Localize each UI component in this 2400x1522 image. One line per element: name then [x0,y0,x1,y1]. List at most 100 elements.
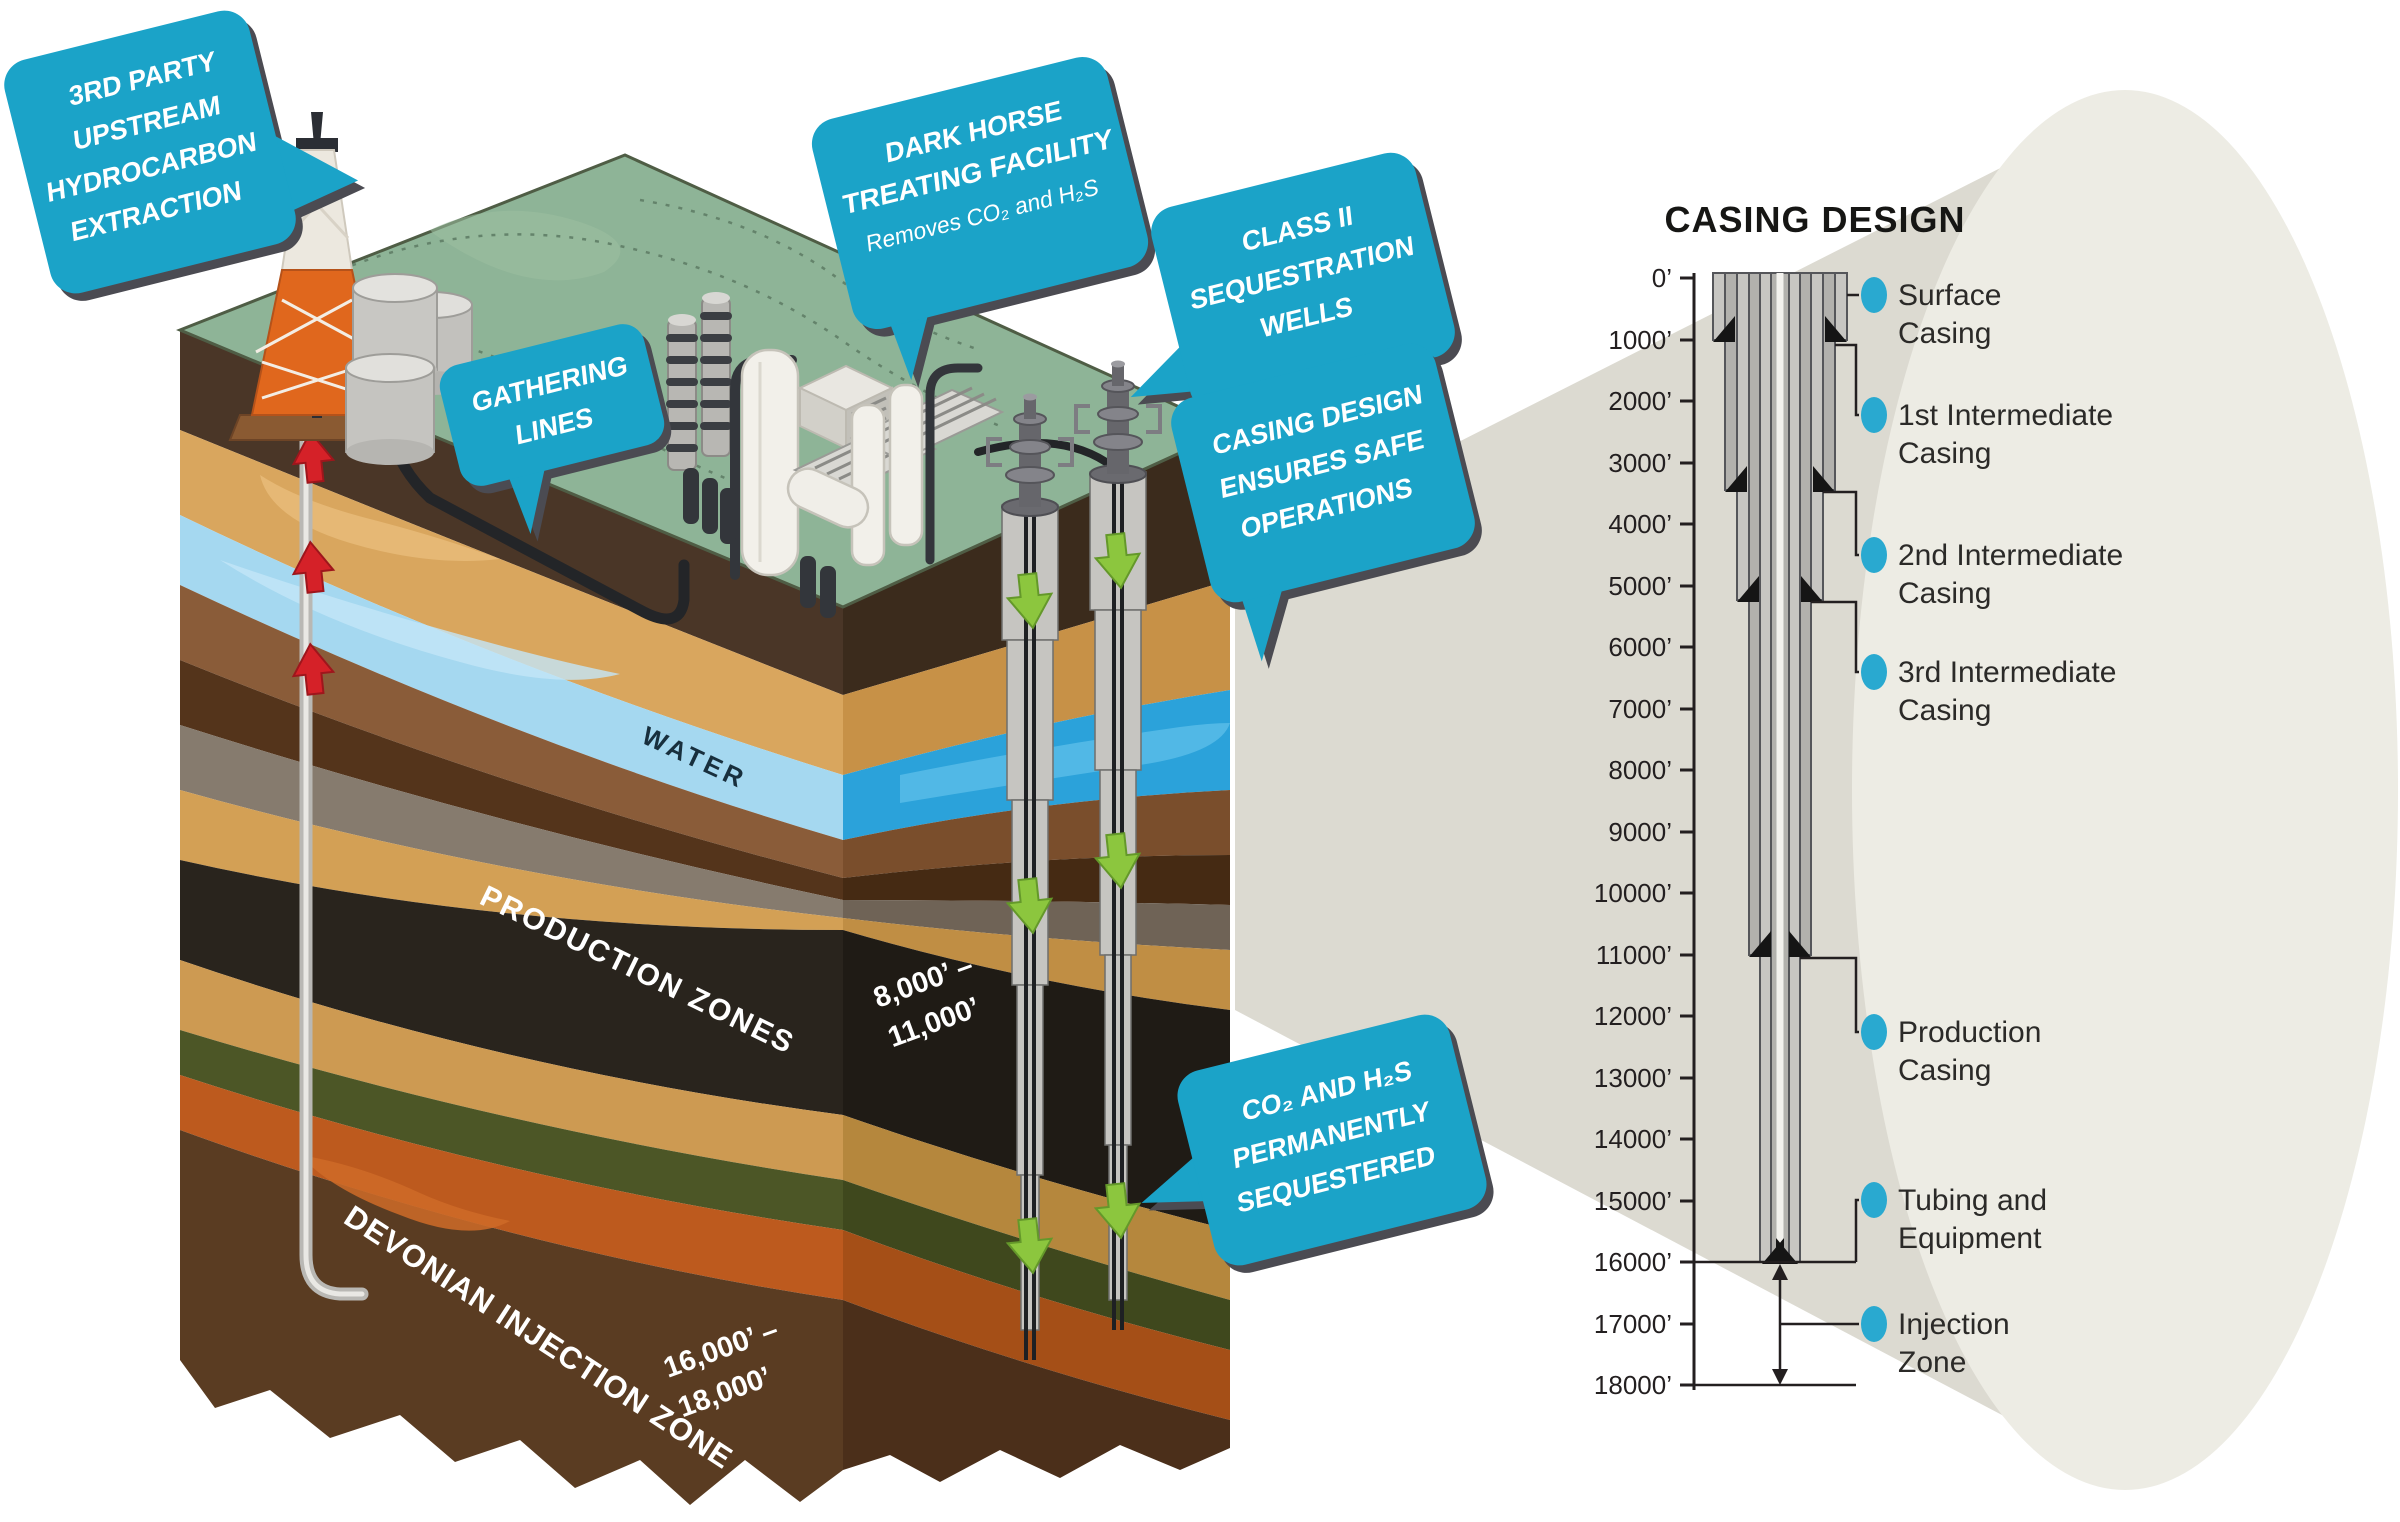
tick-17000: 17000’ [1594,1309,1672,1339]
casing-labels: Surface Casing 1st Intermediate Casing 2… [1898,279,2123,1379]
tick-3000: 3000’ [1608,448,1672,478]
wellhead-1-brackets [986,437,1074,467]
tick-9000: 9000’ [1608,817,1672,847]
callout-casing-safety: CASING DESIGN ENSURES SAFE OPERATIONS [1171,343,1482,669]
tick-4000: 4000’ [1608,509,1672,539]
tick-1000: 1000’ [1608,325,1672,355]
sand-dots-left [260,475,500,561]
label-tubing-2: Equipment [1898,1222,2042,1255]
label-injection-zone-1: Injection [1898,1308,2010,1341]
surface-trail-3 [639,198,981,352]
layer-tan2-left [180,790,843,930]
label-3rd-intermediate-2: Casing [1898,694,1991,727]
bullet-2nd-intermediate [1861,537,1887,573]
callout-class2-tail [1130,342,1197,398]
callout-casing-tail [1238,585,1284,662]
callout-class2-bubble [1151,152,1455,412]
layer-gray-left [180,725,843,918]
callout-sequestered-tail [1141,1152,1212,1203]
label-injection-zone-2: Zone [1898,1346,1966,1379]
third-party-well[interactable] [289,429,369,1301]
label-bullets [1861,277,1887,1342]
tick-18000: 18000’ [1594,1370,1672,1400]
label-surface-casing-1: Surface [1898,279,2001,312]
storage-tanks[interactable] [345,273,473,465]
callout-casing-bubble [1171,343,1475,603]
label-tubing-1: Tubing and [1898,1184,2047,1217]
geologic-block: WATER PRODUCTION ZONES 8,000’ – 11,000’ … [176,112,1234,1505]
distillation-column-2 [700,292,732,457]
contactor-column-1 [850,403,886,567]
layer-water-left [180,515,843,840]
layer-olive-left [180,1030,843,1230]
bullet-3rd-intermediate [1861,654,1887,690]
label-surface-casing-2: Casing [1898,317,1991,350]
label-2nd-intermediate-1: 2nd Intermediate [1898,539,2123,572]
tick-7000: 7000’ [1608,694,1672,724]
layer-devonian-left [180,1130,843,1505]
depth-range-arrowheads [1772,1264,1788,1385]
distillation-column-1 [666,314,698,471]
treating-facility[interactable] [666,292,1110,618]
callout-extraction-bubble [4,10,296,294]
absorber-vessel [740,348,800,577]
layer-chocolate-left [180,660,843,900]
casing-design-diagram: CASING DESIGN 0’ 1000’ 2000’ 3000’ 4000’… [1594,199,2123,1400]
small-dark-vessels [683,468,836,618]
label-production-casing-2: Casing [1898,1054,1991,1087]
bullet-injection-zone [1861,1306,1887,1342]
third-party-wellbore-highlight [303,437,365,1297]
facility-outlet-pipe [925,363,983,565]
label-2nd-intermediate-2: Casing [1898,577,1991,610]
water-wave-left [220,560,620,680]
tick-2000: 2000’ [1608,386,1672,416]
layer-rust-left [180,1075,843,1300]
bullet-production-casing [1861,1014,1887,1050]
tick-12000: 12000’ [1594,1001,1672,1031]
sequestration-well-b[interactable] [1089,471,1147,1330]
callout-extraction: 3RD PARTY UPSTREAM HYDROCARBON EXTRACTIO… [4,10,366,301]
label-1st-intermediate-2: Casing [1898,437,1991,470]
tick-14000: 14000’ [1594,1124,1672,1154]
rust-blob-left [300,1155,510,1231]
callout-extraction-tail [268,132,359,213]
tick-0: 0’ [1652,263,1672,293]
layer-production-zone-left [180,860,843,1115]
tubing-bore [1776,273,1784,1262]
rig-crown-block [296,138,338,152]
tick-16000: 16000’ [1594,1247,1672,1277]
tick-6000: 6000’ [1608,632,1672,662]
storage-tank-front [345,353,435,465]
depth-axis-ticks [1680,276,1694,1387]
wellhead-2[interactable] [1074,360,1162,484]
layer-tan3-left [180,960,843,1180]
tick-15000: 15000’ [1594,1186,1672,1216]
callout-sequestered: CO₂ AND H₂S PERMANENTLY SEQUESTERED [1141,1014,1494,1273]
casing-design-title: CASING DESIGN [1664,199,1965,240]
callout-treating: DARK HORSE TREATING FACILITY Removes CO₂… [811,56,1156,388]
sequestration-well-a[interactable] [1001,504,1059,1360]
label-production-casing-1: Production [1898,1016,2041,1049]
tick-11000: 11000’ [1596,940,1672,970]
bullet-surface-casing [1861,277,1887,313]
leader-lines [1694,293,1859,1387]
water-wave-right [900,723,1230,803]
depth-tick-labels: 0’ 1000’ 2000’ 3000’ 4000’ 5000’ 6000’ 7… [1594,263,1672,1400]
bullet-1st-intermediate [1861,397,1887,433]
callout-treating-tail [886,310,929,381]
tick-13000: 13000’ [1594,1063,1672,1093]
callout-gathering-tail [507,463,546,535]
contactor-column-2 [888,383,924,547]
layer-devonian-right [843,1300,1230,1482]
callout-gathering: GATHERING LINES [439,324,672,542]
lens-background [1852,90,2398,1490]
surface-road-blob [430,210,621,281]
bullet-tubing [1861,1182,1887,1218]
tick-10000: 10000’ [1594,878,1672,908]
label-1st-intermediate-1: 1st Intermediate [1898,399,2113,432]
label-3rd-intermediate-1: 3rd Intermediate [1898,656,2116,689]
tick-5000: 5000’ [1608,571,1672,601]
wellhead-1[interactable] [986,393,1074,517]
